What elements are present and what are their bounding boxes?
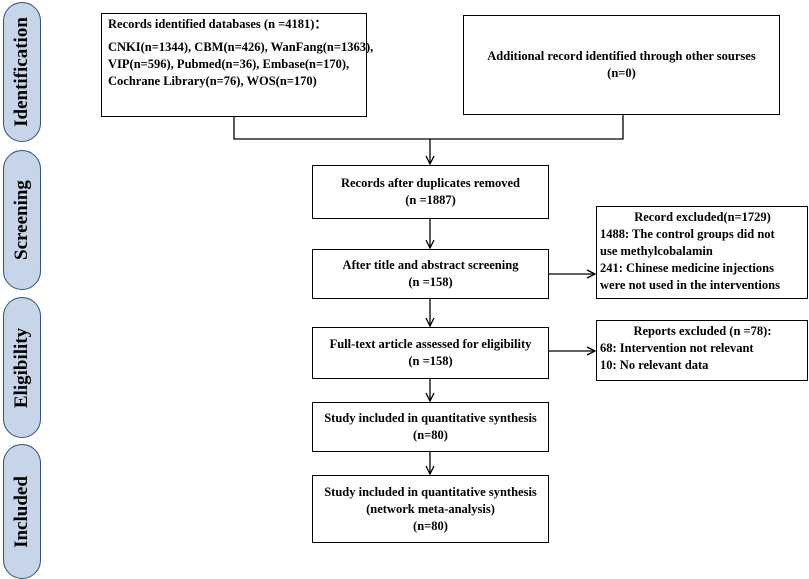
additional-records-box: Additional record identified through oth… xyxy=(463,15,780,115)
records-excluded-reason: use methylcobalamin xyxy=(600,244,713,258)
fulltext-assessed-box: Full-text article assessed for eligibili… xyxy=(312,327,549,379)
duplicates-removed-box: Records after duplicates removed (n =188… xyxy=(312,165,549,219)
records-excluded-box: Record excluded(n=1729) 1488: The contro… xyxy=(596,206,808,299)
database-counts-line: Cochrane Library(n=76), WOS(n=170) xyxy=(108,74,317,88)
additional-records-count: (n=0) xyxy=(607,66,636,80)
quantitative-synthesis-box: Study included in quantitative synthesis… xyxy=(312,402,549,452)
quantitative-synthesis-count: (n=80) xyxy=(413,428,448,442)
records-excluded-reason: were not used in the interventions xyxy=(600,278,780,292)
merge-connector xyxy=(233,115,624,140)
reports-excluded-reason: 68: Intervention not relevant xyxy=(600,341,754,355)
duplicates-removed-text: Records after duplicates removed xyxy=(340,176,521,190)
additional-records-text: Additional record identified through oth… xyxy=(487,49,756,63)
database-counts-line: VIP(n=596), Pubmed(n=36), Embase(n=170), xyxy=(108,57,350,71)
records-excluded-reason: 1488: The control groups did not xyxy=(600,227,775,241)
network-meta-analysis-box: Study included in quantitative synthesis… xyxy=(312,475,549,543)
stage-included: Included xyxy=(3,444,41,579)
quantitative-synthesis-text: Study included in quantitative synthesis xyxy=(324,411,537,425)
reports-excluded-title: Reports excluded (n =78): xyxy=(633,324,772,338)
duplicates-removed-count: (n =1887) xyxy=(405,193,456,207)
reports-excluded-reason: 10: No relevant data xyxy=(600,358,709,372)
network-synthesis-text: Study included in quantitative synthesis xyxy=(324,484,537,499)
network-synthesis-count: (n=80) xyxy=(413,518,448,533)
records-excluded-title: Record excluded(n=1729) xyxy=(634,210,771,224)
network-synthesis-subtitle: (network meta-analysis) xyxy=(366,501,495,516)
records-identified-title: Records identified databases (n =4181)： xyxy=(108,17,327,31)
stage-screening: Screening xyxy=(3,150,41,290)
title-abstract-text: After title and abstract screening xyxy=(342,258,519,272)
title-abstract-count: (n =158) xyxy=(408,275,453,289)
database-counts-line: CNKI(n=1344), CBM(n=426), WanFang(n=1363… xyxy=(108,40,374,54)
fulltext-assessed-count: (n =158) xyxy=(408,354,453,368)
records-excluded-reason: 241: Chinese medicine injections xyxy=(600,261,774,275)
title-abstract-screening-box: After title and abstract screening (n =1… xyxy=(312,249,549,299)
stage-eligibility: Eligibility xyxy=(3,297,41,438)
records-identified-box: Records identified databases (n =4181)： … xyxy=(101,13,374,117)
stage-identification: Identification xyxy=(3,2,41,142)
reports-excluded-box: Reports excluded (n =78): 68: Interventi… xyxy=(596,320,808,381)
fulltext-assessed-text: Full-text article assessed for eligibili… xyxy=(329,337,532,351)
